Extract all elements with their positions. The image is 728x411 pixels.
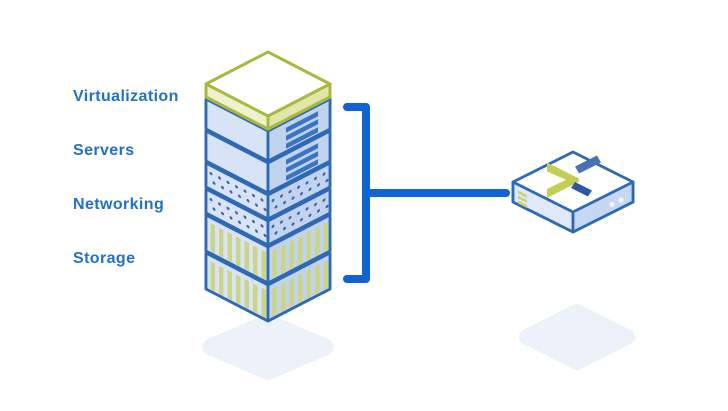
label-servers: Servers bbox=[73, 142, 135, 159]
label-storage: Storage bbox=[73, 250, 136, 267]
appliance-ports bbox=[609, 197, 624, 208]
appliance-leds bbox=[518, 190, 527, 209]
label-virtualization: Virtualization bbox=[73, 88, 179, 105]
stack-shadow bbox=[202, 314, 334, 380]
label-networking: Networking bbox=[73, 196, 165, 213]
x-logo-icon bbox=[547, 155, 601, 198]
layer-virtualization-cap bbox=[204, 50, 332, 131]
hci-stack bbox=[204, 50, 332, 323]
appliance-shadow bbox=[519, 304, 635, 370]
appliance-box bbox=[511, 150, 635, 234]
